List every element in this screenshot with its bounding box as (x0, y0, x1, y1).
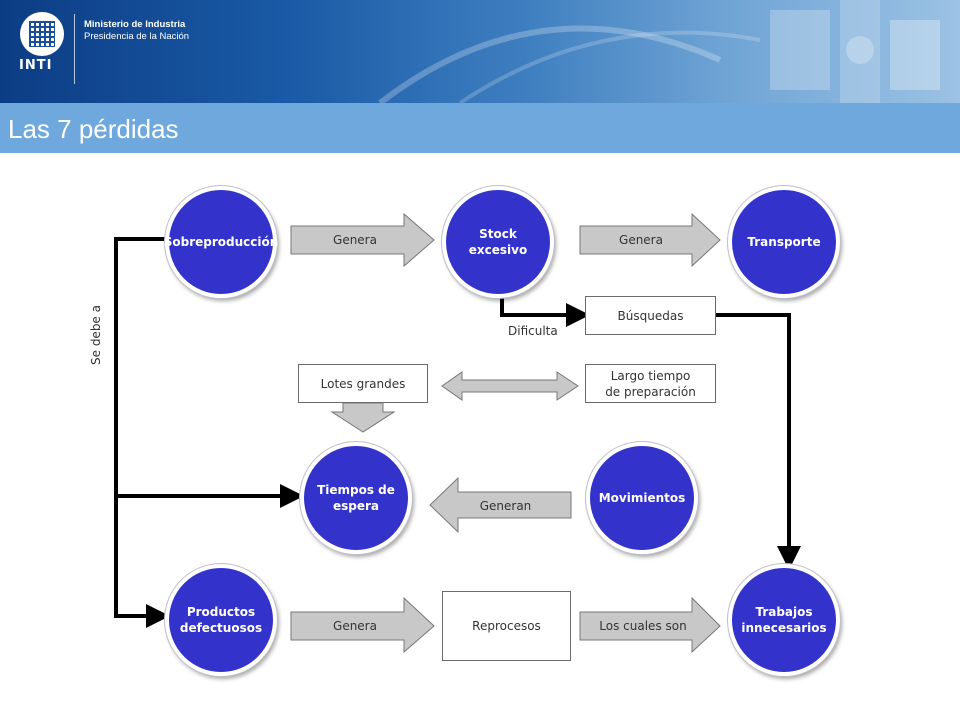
logo-text: INTI (19, 58, 53, 73)
ministry-line-1: Ministerio de Industria (84, 19, 186, 30)
arrow-los-cuales-son (579, 596, 721, 654)
banner-decoration (378, 0, 940, 103)
box-reprocesos: Reprocesos (442, 591, 571, 661)
largo-tiempo-line-2: de preparación (605, 384, 696, 399)
se-debe-a-line (114, 237, 170, 628)
node-stock-excesivo: Stock excesivo (442, 186, 554, 298)
label-generan: Generan (479, 499, 532, 513)
dificulta-line (500, 298, 590, 327)
header-divider (74, 14, 75, 84)
box-lotes-grandes: Lotes grandes (298, 364, 428, 403)
arrow-double (441, 371, 579, 401)
node-movimientos: Movimientos (586, 442, 698, 554)
arrow-genera-2 (579, 212, 721, 268)
arrow-down (330, 402, 396, 433)
label-los-cuales-son: Los cuales son (599, 619, 687, 633)
node-productos-defectuosos: Productos defectuosos (165, 564, 277, 676)
header-banner: INTI Ministerio de Industria Presidencia… (0, 0, 960, 103)
box-busquedas: Búsquedas (585, 296, 716, 335)
node-tiempos-espera: Tiempos de espera (300, 442, 412, 554)
label-dificulta: Dificulta (508, 324, 558, 338)
label-genera-1: Genera (333, 233, 377, 247)
ministry-line-2: Presidencia de la Nación (84, 31, 190, 42)
label-genera-2: Genera (619, 233, 663, 247)
busquedas-line (715, 313, 801, 570)
label-genera-3: Genera (333, 619, 377, 633)
node-transporte: Transporte (728, 186, 840, 298)
largo-tiempo-line-1: Largo tiempo (610, 368, 691, 383)
arrow-genera-3 (290, 596, 435, 654)
node-trabajos-innecesarios: Trabajos innecesarios (728, 564, 840, 676)
arrow-generan (429, 476, 572, 534)
title-bar (0, 103, 960, 153)
arrow-genera-1 (290, 212, 435, 268)
label-se-debe-a: Se debe a (89, 305, 103, 365)
node-sobreproduccion: Sobreproducción (164, 186, 278, 298)
ministry-text: Ministerio de Industria Presidencia de l… (84, 19, 189, 43)
inti-logo (20, 12, 64, 56)
box-largo-tiempo: Largo tiempo de preparación (585, 364, 716, 403)
page-title: Las 7 pérdidas (8, 114, 179, 144)
